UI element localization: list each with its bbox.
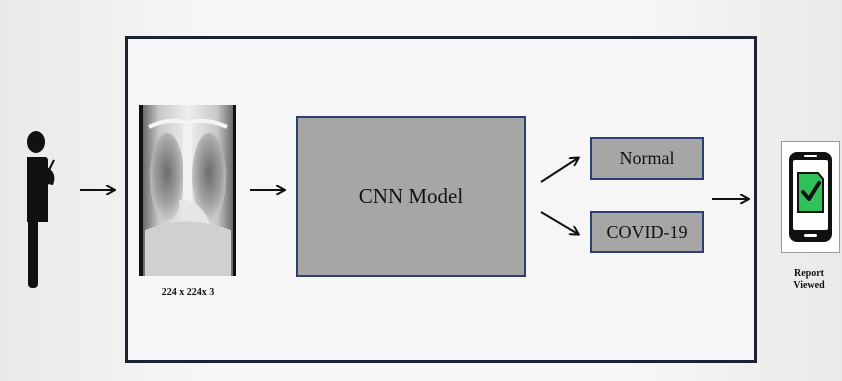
report-label-line1: Report bbox=[794, 268, 824, 279]
chest-xray-image bbox=[139, 105, 236, 276]
cnn-model-box: CNN Model bbox=[296, 116, 526, 277]
arrow-cnn-to-covid bbox=[540, 211, 578, 234]
output-normal-box: Normal bbox=[590, 137, 704, 180]
output-normal-label: Normal bbox=[619, 148, 675, 168]
report-label-line2: Viewed bbox=[793, 280, 825, 291]
output-covid-box: COVID-19 bbox=[590, 211, 704, 253]
report-viewed-label: Report Viewed bbox=[776, 268, 842, 292]
person-with-phone-icon bbox=[27, 131, 55, 288]
phone-checkmark-icon bbox=[789, 152, 832, 242]
input-size-label: 224 x 224x 3 bbox=[161, 287, 215, 298]
arrow-cnn-to-normal bbox=[540, 158, 578, 183]
output-covid-label: COVID-19 bbox=[606, 221, 688, 242]
report-phone-frame bbox=[781, 141, 840, 253]
cnn-model-label: CNN Model bbox=[358, 184, 464, 208]
